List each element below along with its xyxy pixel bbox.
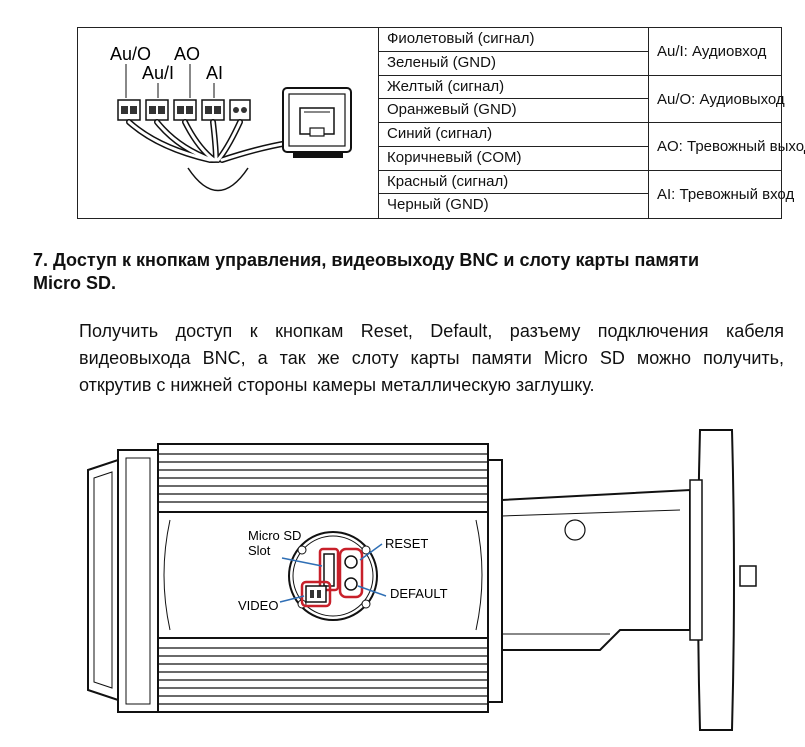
connector-diagram: Au/O AO Au/I AI: [78, 28, 379, 218]
section-heading-line2: Micro SD.: [33, 273, 117, 293]
terminal-connector-icon: [117, 99, 251, 121]
video-connector-icon: [305, 585, 327, 603]
label-video: VIDEO: [238, 598, 278, 613]
function-column: Au/I: Аудиовход Au/O: Аудиовыход AO: Тре…: [649, 28, 805, 218]
label-ai: AI: [206, 63, 223, 83]
camera-hood: [87, 458, 119, 702]
wire-cell: Зеленый (GND): [379, 52, 648, 76]
camera-body-bottom: [157, 637, 489, 713]
video-highlight: [300, 580, 332, 608]
wire-cell: Фиолетовый (сигнал): [379, 28, 648, 52]
function-cell: Au/O: Аудиовыход: [649, 76, 785, 123]
section-heading: 7. Доступ к кнопкам управления, видеовых…: [33, 249, 783, 295]
section-heading-line1: 7. Доступ к кнопкам управления, видеовых…: [33, 250, 700, 270]
micro-sd-callout: [281, 557, 323, 567]
wire-cell: Оранжевый (GND): [379, 99, 648, 123]
wire-cell: Черный (GND): [387, 196, 489, 214]
section-paragraph: Получить доступ к кнопкам Reset, Default…: [79, 321, 784, 395]
camera-front-bezel: [117, 449, 159, 713]
camera-illustration: Micro SD Slot RESET DEFAULT VIDEO: [87, 429, 757, 731]
mount-bracket-arm: [501, 488, 691, 651]
wire-cell: Синий (сигнал): [379, 123, 648, 147]
label-micro-sd: Micro SD: [248, 528, 301, 543]
label-au-i: Au/I: [142, 63, 174, 83]
camera-rear-cap: [487, 459, 503, 703]
label-slot: Slot: [248, 543, 271, 558]
terminal-block-illustration: Au/O AO Au/I AI: [110, 44, 352, 192]
ethernet-jack-icon: [282, 87, 352, 158]
label-ao: AO: [174, 44, 200, 64]
buttons-highlight: [338, 547, 364, 599]
label-default: DEFAULT: [390, 586, 448, 601]
video-callout: [279, 595, 305, 603]
label-au-o: Au/O: [110, 44, 151, 64]
wire-cell: Коричневый (COM): [379, 147, 648, 171]
camera-bottom-diagram: Micro SD Slot RESET DEFAULT VIDEO: [60, 420, 790, 742]
wall-mount-plate: [697, 429, 735, 731]
wire-color-column: Фиолетовый (сигнал) Зеленый (GND) Желтый…: [379, 28, 649, 218]
cable-sleeve: [187, 167, 249, 192]
label-reset: RESET: [385, 536, 428, 551]
function-cell: AI: Тревожный вход: [657, 185, 795, 203]
default-callout: [357, 585, 387, 597]
wiring-table: Au/O AO Au/I AI: [77, 27, 805, 219]
wire-cell: Желтый (сигнал): [379, 76, 648, 100]
reset-callout: [359, 543, 383, 561]
wire-cell: Красный (сигнал): [379, 171, 648, 195]
function-cell: Au/I: Аудиовход: [649, 28, 781, 76]
function-cell: AO: Тревожный выход: [649, 123, 805, 171]
default-button-icon: [344, 577, 358, 591]
reset-button-icon: [344, 555, 358, 569]
